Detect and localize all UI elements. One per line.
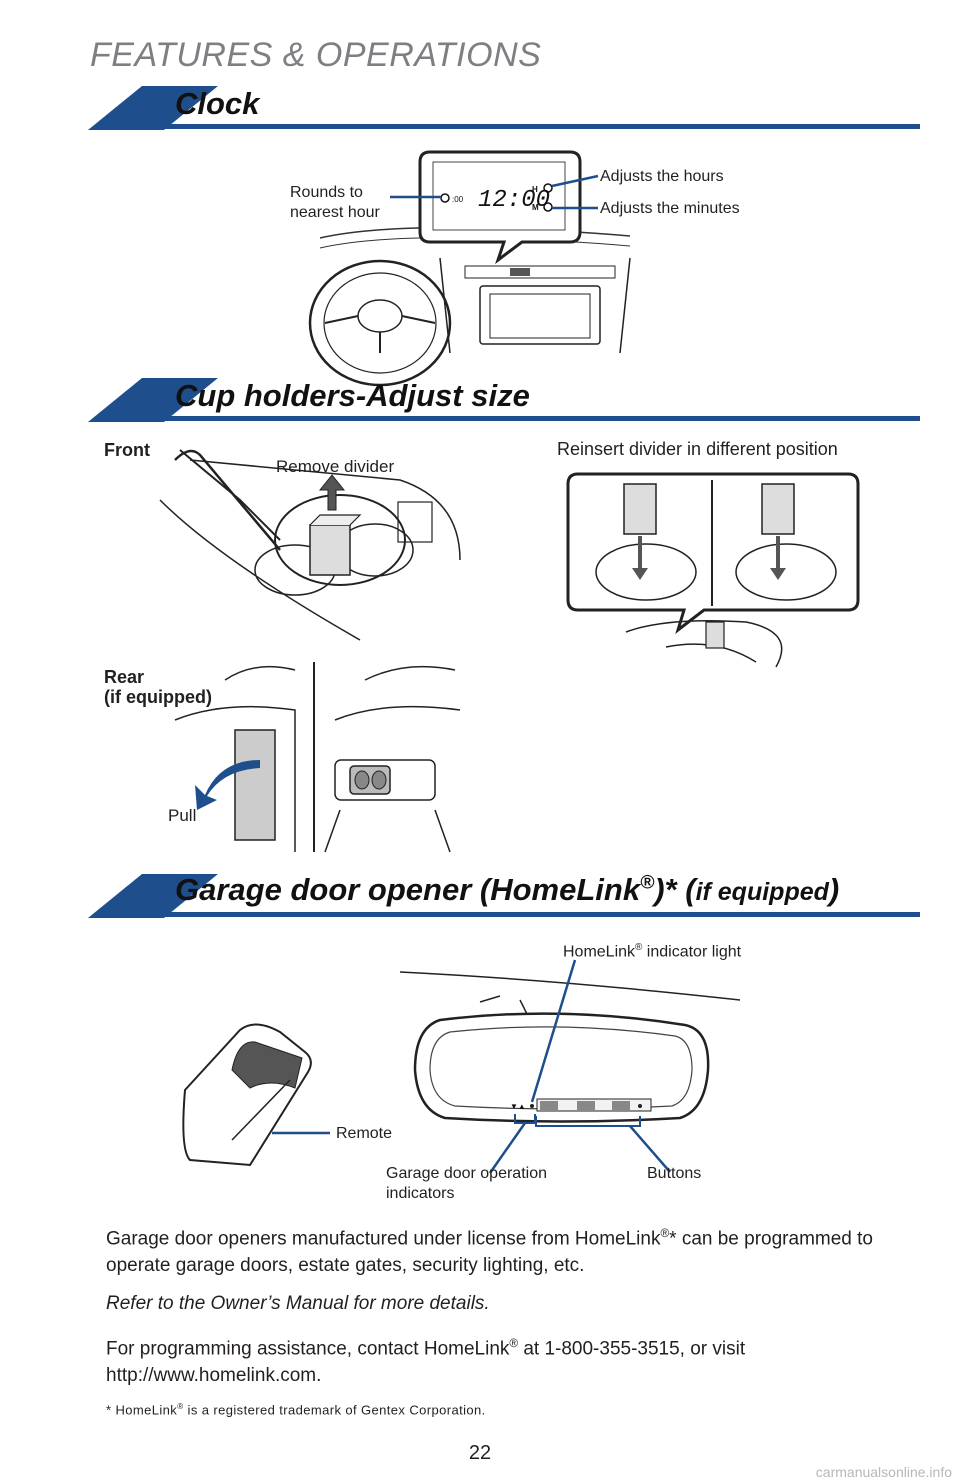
label-reinsert-divider: Reinsert divider in different position [557, 439, 838, 459]
section-title-clock: Clock [175, 86, 260, 121]
paragraph-programming-assistance: For programming assistance, contact Home… [106, 1337, 746, 1387]
label-adjusts-hours: Adjusts the hours [600, 168, 724, 185]
front-cupholder-illustration [159, 449, 461, 641]
page-number: 22 [468, 1442, 492, 1464]
label-adjusts-minutes: Adjusts the minutes [600, 200, 740, 217]
svg-text:▼▲: ▼▲ [510, 1102, 526, 1111]
label-homelink-indicator-light: HomeLink® indicator light [563, 942, 742, 961]
clock-dashboard-illustration: 12:00 :00 H M [308, 150, 631, 387]
page-section-header: FEATURES & OPERATIONS [90, 36, 542, 74]
svg-text:H: H [532, 185, 538, 194]
paragraph-homelink-license: Garage door openers manufactured under l… [106, 1227, 873, 1277]
section-banner-clock [88, 86, 920, 130]
section-banner-garage [88, 874, 920, 918]
reinsert-divider-illustration [566, 472, 860, 668]
paragraph-refer-manual: Refer to the Owner’s Manual for more det… [106, 1293, 490, 1314]
rear-cupholder-illustration [174, 662, 461, 853]
footnote-trademark: * HomeLink® is a registered trademark of… [106, 1402, 486, 1418]
section-title-garage: Garage door opener (HomeLink®)* (if equi… [175, 872, 840, 907]
label-front: Front [104, 440, 150, 460]
svg-text:M: M [532, 203, 539, 212]
label-garage-door-operation-indicators: Garage door operation indicators [386, 1165, 547, 1202]
section-title-cupholders: Cup holders-Adjust size [175, 378, 530, 413]
label-rounds-nearest-hour: Rounds to nearest hour [290, 184, 380, 221]
homelink-mirror-illustration: ▼▲ [182, 959, 741, 1174]
label-buttons: Buttons [647, 1165, 702, 1182]
clock-display-readout: 12:00 [478, 187, 550, 214]
watermark: carmanualsonline.info [815, 1464, 952, 1480]
svg-text::00: :00 [452, 195, 464, 204]
label-remote: Remote [336, 1125, 393, 1142]
label-pull: Pull [168, 806, 197, 825]
section-banner-cupholders [88, 378, 920, 422]
label-rear-if-equipped: Rear (if equipped) [104, 667, 212, 707]
